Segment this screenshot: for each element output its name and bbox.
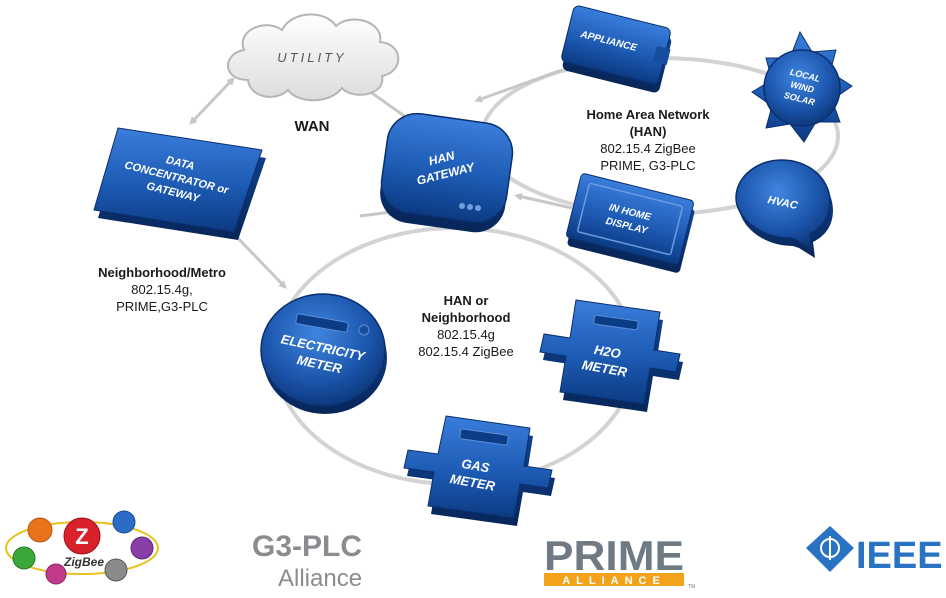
prime-logo-top: PRIME: [544, 532, 684, 579]
zigbee-z: Z: [75, 524, 88, 549]
zigbee-logo: Z ZigBee: [5, 510, 159, 585]
han-abbr: (HAN): [629, 124, 667, 139]
neighborhood-protocol-1: 802.15.4g,: [131, 282, 193, 297]
zigbee-logo-text: ZigBee: [63, 555, 104, 569]
han-protocol-1: 802.15.4 ZigBee: [600, 141, 696, 156]
han-gateway-device: HAN GATEWAY: [380, 112, 514, 233]
hvac-device: HVAC: [735, 159, 833, 258]
prime-logo-tm: TM: [688, 584, 695, 590]
gas-meter-device: GAS METER: [403, 415, 555, 526]
prime-alliance-logo: PRIME ALLIANCE TM: [544, 532, 695, 590]
arrow-appliance-han-gateway: [474, 68, 563, 103]
electricity-meter-device: ELECTRICITY METER: [260, 293, 387, 414]
arrow-concentrator-meter: [229, 229, 287, 289]
han-gateway-label-1: HAN: [427, 148, 456, 168]
arrow-meter-han-gateway: [359, 208, 396, 218]
han-or-neighborhood-label: HAN or Neighborhood 802.15.4g 802.15.4 Z…: [396, 292, 536, 360]
han-protocol-2: PRIME, G3-PLC: [600, 158, 696, 173]
g3-plc-logo-bottom: Alliance: [278, 565, 362, 592]
wan-label: WAN: [282, 118, 342, 135]
han-title: Home Area Network: [586, 107, 710, 122]
g3-plc-logo: G3-PLC Alliance: [252, 530, 362, 592]
ieee-logo: IEEE: [806, 526, 943, 577]
data-concentrator-device: DATA CONCENTRATOR or GATEWAY: [93, 127, 266, 240]
han-or-title-2: Neighborhood: [421, 310, 511, 325]
han-network-label: Home Area Network (HAN) 802.15.4 ZigBee …: [560, 106, 736, 174]
utility-cloud: UTILITY: [227, 13, 400, 102]
prime-logo-bottom: ALLIANCE: [562, 575, 666, 587]
arrow-utility-concentrator: [189, 77, 235, 125]
han-or-title-1: HAN or: [443, 293, 489, 308]
g3-plc-logo-top: G3-PLC: [252, 530, 362, 563]
gas-meter-label-1: GAS: [460, 456, 491, 476]
in-home-display-device: IN HOME DISPLAY: [566, 173, 695, 273]
h2o-meter-label-1: H2O: [593, 342, 622, 361]
han-or-protocol-2: 802.15.4 ZigBee: [418, 344, 514, 359]
neighborhood-title: Neighborhood/Metro: [98, 265, 226, 280]
utility-label: UTILITY: [277, 50, 346, 65]
appliance-device: APPLIANCE: [561, 5, 672, 93]
wind-solar-device: LOCAL WIND SOLAR: [751, 30, 853, 143]
h2o-meter-device: H2O METER: [539, 299, 683, 412]
ieee-logo-text: IEEE: [856, 535, 943, 577]
han-or-protocol-1: 802.15.4g: [437, 327, 495, 342]
arrow-display-han-gateway: [514, 192, 573, 210]
wan-label-text: WAN: [294, 118, 330, 135]
neighborhood-metro-label: Neighborhood/Metro 802.15.4g, PRIME,G3-P…: [74, 264, 250, 315]
neighborhood-protocol-2: PRIME,G3-PLC: [116, 299, 208, 314]
